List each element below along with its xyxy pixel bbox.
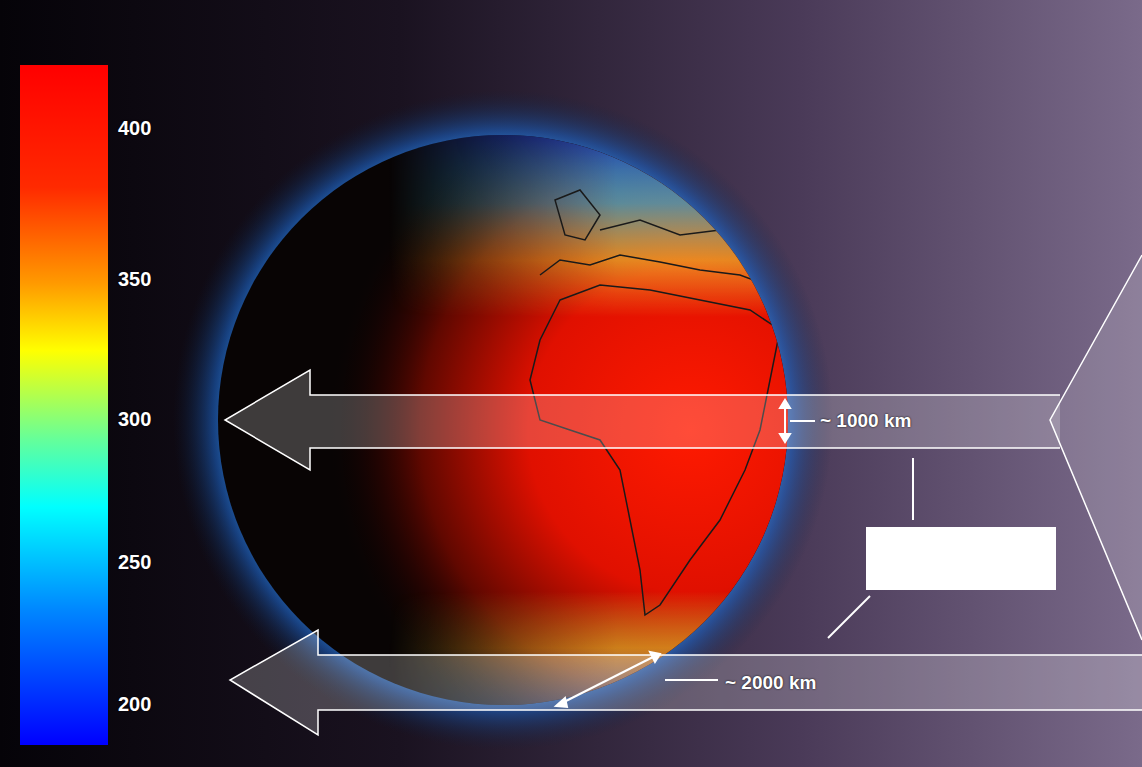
scale-value: 400 (118, 117, 151, 140)
distance-label: ~ 2000 km (725, 672, 816, 694)
scale-value: 200 (118, 693, 151, 716)
scale-value: 300 (118, 408, 151, 431)
distance-label: ~ 1000 km (820, 410, 911, 432)
scale-value: 350 (118, 268, 151, 291)
scale-value: 250 (118, 551, 151, 574)
